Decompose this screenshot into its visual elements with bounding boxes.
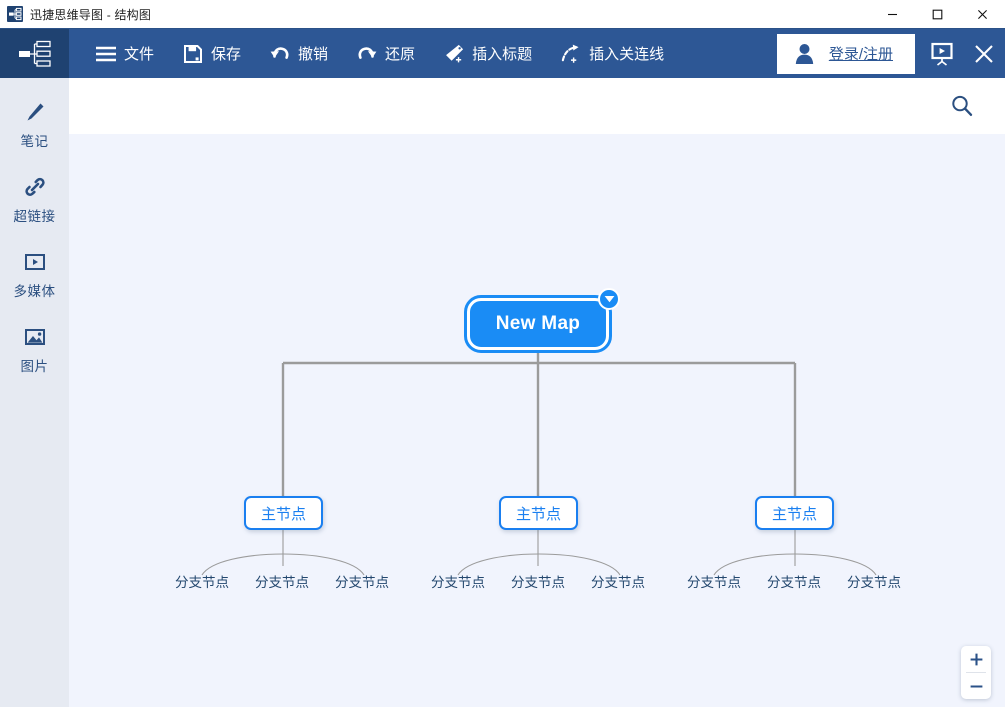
maximize-icon [932,9,943,19]
film-video-icon [23,250,47,274]
toolbar-items: 文件 保存 撤销 [69,29,678,78]
minimize-button[interactable] [870,0,915,28]
branch-node-label: 分支节点 [687,575,741,590]
secondary-toolbar [69,78,1005,134]
toolbar-logo[interactable] [0,29,69,78]
save-button[interactable]: 保存 [168,29,255,78]
login-register-button[interactable]: 登录/注册 [776,33,915,74]
image-picture-icon [23,325,47,349]
presentation-screen-icon [931,42,953,66]
undo-label: 撤销 [298,46,329,63]
zoom-divider [966,672,986,673]
root-node-dropdown-badge[interactable] [598,288,620,310]
root-node-label: New Map [495,313,581,334]
branch-node[interactable]: 分支节点 [498,571,578,591]
zoom-control [961,646,991,699]
sidebar-item-image[interactable]: 图片 [0,325,69,375]
branch-node-label: 分支节点 [255,575,309,590]
search-icon [952,95,973,116]
main-node-label: 主节点 [771,505,817,523]
tag-plus-icon [443,43,465,65]
undo-arrow-icon [269,43,291,65]
mindmap-canvas[interactable]: New Map 主节点 主节点 主节点 [69,134,1005,707]
branch-node-label: 分支节点 [767,575,821,590]
main-node[interactable]: 主节点 [244,496,323,530]
redo-label: 还原 [385,46,416,63]
presentation-button[interactable] [921,29,963,78]
branch-node[interactable]: 分支节点 [578,571,658,591]
main-node[interactable]: 主节点 [755,496,834,530]
mindmap-logo-icon [18,40,51,67]
mindmap-connectors [201,350,877,576]
main-node-label: 主节点 [515,505,561,523]
sidebar-item-hyperlink[interactable]: 超链接 [0,175,69,225]
main-toolbar: 文件 保存 撤销 [0,29,1005,78]
main-node-label: 主节点 [260,505,306,523]
pencil-icon [23,100,47,124]
branch-node[interactable]: 分支节点 [322,571,402,591]
zoom-out-button[interactable] [961,673,991,699]
sidebar-item-hyperlink-label: 超链接 [13,209,56,224]
login-register-label: 登录/注册 [828,46,893,63]
zoom-in-button[interactable] [961,646,991,672]
branch-node-label: 分支节点 [847,575,901,590]
file-menu-button[interactable]: 文件 [81,29,168,78]
insert-relation-line-button[interactable]: 插入关连线 [546,29,678,78]
insert-title-button[interactable]: 插入标题 [429,29,546,78]
sidebar-item-multimedia[interactable]: 多媒体 [0,250,69,300]
undo-button[interactable]: 撤销 [255,29,342,78]
file-menu-label: 文件 [124,46,155,63]
sidebar-item-multimedia-label: 多媒体 [13,284,56,299]
link-chain-icon [23,175,47,199]
maximize-button[interactable] [915,0,960,28]
branch-node-label: 分支节点 [175,575,229,590]
person-icon [795,43,815,65]
toolbar-spacer [678,29,777,78]
main-node[interactable]: 主节点 [499,496,578,530]
sidebar-item-note[interactable]: 笔记 [0,100,69,150]
window-title: 迅捷思维导图 - 结构图 [30,7,152,22]
titlebar: 迅捷思维导图 - 结构图 [0,0,1005,29]
plus-icon [970,653,982,665]
sidebar-item-note-label: 笔记 [20,134,49,149]
close-icon [975,44,993,63]
insert-title-label: 插入标题 [472,46,533,63]
minimize-icon [888,13,897,15]
workspace: 笔记 超链接 [0,78,1005,707]
branch-node-label: 分支节点 [431,575,485,590]
branch-node-label: 分支节点 [591,575,645,590]
sidebar-item-image-label: 图片 [20,359,49,374]
redo-arrow-icon [356,43,378,65]
branch-node[interactable]: 分支节点 [162,571,242,591]
branch-node[interactable]: 分支节点 [834,571,914,591]
app-logo-icon [7,6,23,22]
insert-relation-line-label: 插入关连线 [589,46,665,63]
close-icon [978,9,987,19]
branch-node-label: 分支节点 [335,575,389,590]
branch-node[interactable]: 分支节点 [674,571,754,591]
content-area: New Map 主节点 主节点 主节点 [69,78,1005,707]
chevron-down-icon [604,296,614,303]
redo-button[interactable]: 还原 [342,29,429,78]
branch-node-label: 分支节点 [511,575,565,590]
branch-node[interactable]: 分支节点 [242,571,322,591]
search-button[interactable] [947,91,977,121]
minus-icon [970,684,982,688]
hamburger-menu-icon [95,43,117,65]
root-node[interactable]: New Map [464,288,620,353]
branch-node[interactable]: 分支节点 [418,571,498,591]
close-button[interactable] [960,0,1005,28]
relation-line-plus-icon [560,43,582,65]
save-disk-icon [182,43,204,65]
left-sidebar: 笔记 超链接 [0,78,69,707]
close-document-button[interactable] [963,29,1005,78]
branch-node[interactable]: 分支节点 [754,571,834,591]
save-label: 保存 [211,46,242,63]
